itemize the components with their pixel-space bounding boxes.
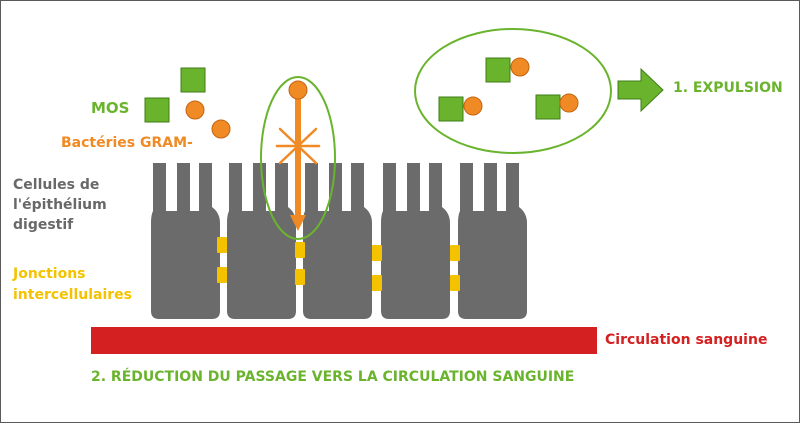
bacterium: [559, 93, 579, 113]
bacterium: [463, 96, 483, 116]
mos-label: MOS: [91, 99, 130, 117]
junction: [372, 275, 382, 291]
junction: [450, 275, 460, 291]
cells-label: Cellules de l'épithélium digestif: [13, 175, 107, 235]
epithelial-cell: [458, 163, 527, 319]
expulsion-ellipse: [414, 28, 612, 154]
reduction-label: 2. RÉDUCTION DU PASSAGE VERS LA CIRCULAT…: [91, 369, 575, 385]
mos-square: [535, 94, 561, 120]
bacterium: [288, 80, 308, 100]
intercellular-junctions: [217, 237, 460, 291]
mos-square: [144, 97, 170, 123]
bacteria-label: Bactéries GRAM-: [61, 135, 193, 151]
junction: [217, 267, 227, 283]
mos-square: [485, 57, 511, 83]
bacterium: [510, 57, 530, 77]
junction: [295, 242, 305, 258]
expulsion-cluster: [414, 28, 612, 154]
passage-arrow-head: [290, 215, 306, 231]
epithelial-cell: [303, 163, 372, 319]
cells-label-line: digestif: [13, 217, 74, 233]
junctions-label: Jonctions intercellulaires: [13, 264, 132, 306]
expulsion-arrow-icon: [617, 67, 664, 113]
mos-square: [180, 67, 206, 93]
bacterium: [185, 100, 205, 120]
blood-circulation-label: Circulation sanguine: [605, 332, 768, 348]
blood-circulation-bar: [91, 327, 597, 354]
junctions-label-line: intercellulaires: [13, 287, 132, 303]
cells-label-line: Cellules de: [13, 177, 100, 193]
junction: [450, 245, 460, 261]
bacterium: [211, 119, 231, 139]
block-cross-icon: [275, 127, 321, 165]
junctions-label-line: Jonctions: [13, 266, 86, 282]
blocked-passage-ellipse: [260, 76, 336, 240]
epithelial-cell: [227, 163, 296, 319]
expulsion-label: 1. EXPULSION: [673, 80, 783, 96]
junction: [217, 237, 227, 253]
cells-label-line: l'épithélium: [13, 197, 107, 213]
blocked-passage: [260, 76, 336, 240]
epithelial-cell: [151, 163, 220, 319]
free-particles: [144, 67, 231, 139]
junction: [295, 269, 305, 285]
epithelial-cell: [381, 163, 450, 319]
junction: [372, 245, 382, 261]
mos-square: [438, 96, 464, 122]
epithelial-cells: [151, 163, 527, 319]
